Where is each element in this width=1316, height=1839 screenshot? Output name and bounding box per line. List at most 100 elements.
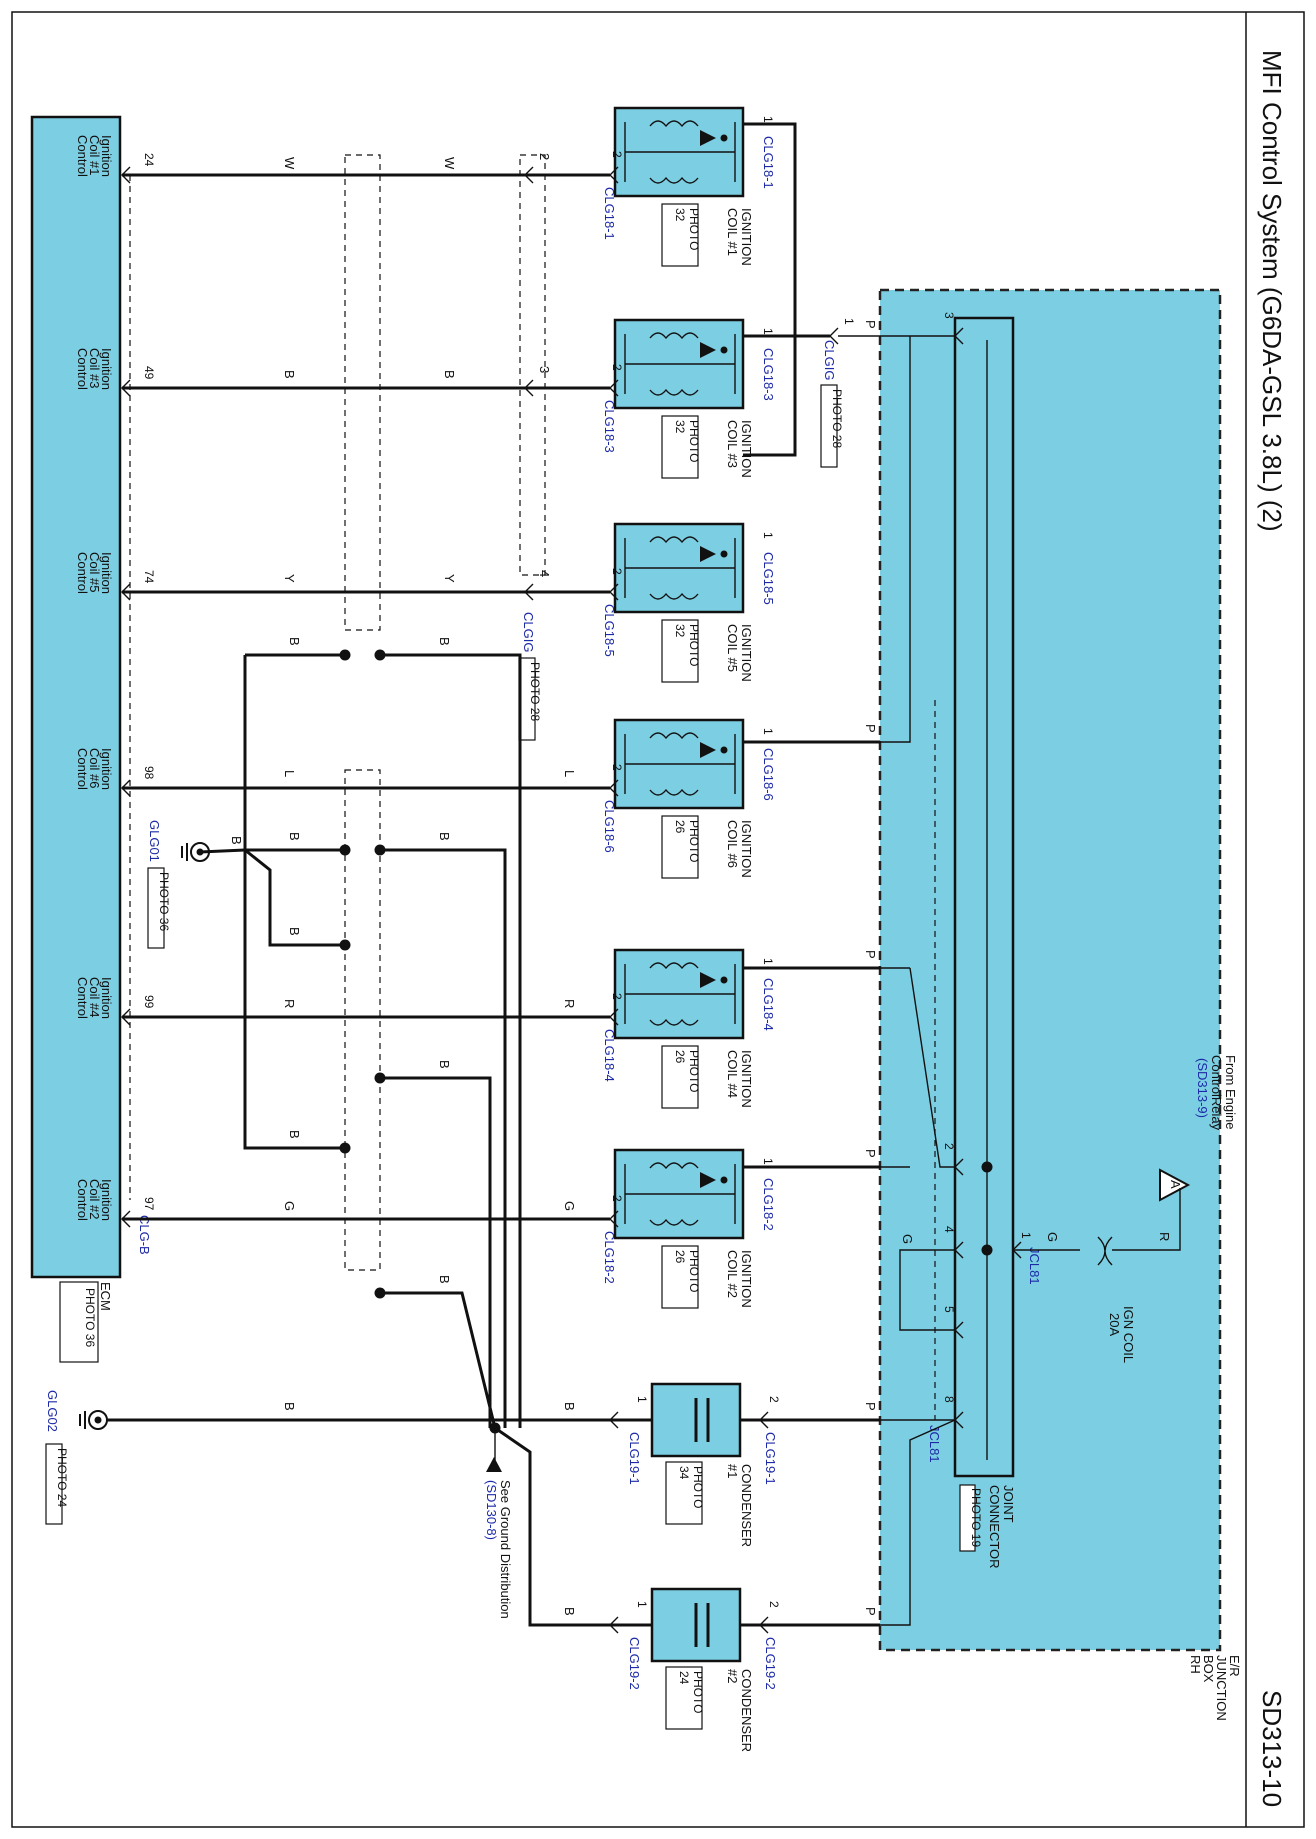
coil-node-dot-6	[720, 1176, 728, 1184]
ground-glg01-label: GLG01	[147, 820, 162, 862]
wire-p-label-1: P	[863, 320, 878, 329]
ecm-pin-label-98-2: Control	[75, 748, 90, 790]
condenser-connector-gnd-1: CLG19-1	[627, 1432, 642, 1485]
ecm-pin-label-24-1: Coil #1	[87, 135, 102, 175]
coil-diode-icon-1	[700, 130, 716, 146]
joint-bus-dot-1	[981, 1244, 993, 1256]
coil-connector-ctrl-6: CLG18-2	[602, 1231, 617, 1284]
wire-p-label-2: P	[863, 724, 878, 733]
condenser-pwr-chevron-1	[759, 1411, 769, 1429]
condenser-photo-box-1	[665, 1461, 703, 1525]
joint-pin-number-1: 1	[1019, 1232, 1033, 1239]
coil-diode-icon-6	[700, 1172, 716, 1188]
condenser-name-2-2: #2	[725, 1669, 740, 1683]
source-fuse-wire	[1030, 1188, 1181, 1251]
ecm-pin-label-74-1: Coil #5	[87, 552, 102, 592]
joint-connector	[953, 316, 1015, 1478]
coil-photo-num-5: 26	[673, 1050, 687, 1064]
coil-wire-color-a-3: Y	[282, 574, 297, 583]
joint-pin-chevron-4	[954, 1241, 964, 1259]
ecm-pin-label-49-1: Coil #3	[87, 348, 102, 388]
coil-node-dot-4	[720, 746, 728, 754]
jb-line-cond2	[880, 1419, 956, 1626]
condenser-wire-p-1: P	[863, 1402, 878, 1411]
junction-box-label-3: BOX	[1201, 1655, 1216, 1683]
wire-b-cond1: B	[562, 1402, 577, 1411]
ground-ref-code: (SD130-8)	[484, 1480, 499, 1540]
condenser-gnd-pin-1: 1	[635, 1396, 649, 1403]
coil-ctrl-pin-5: 2	[610, 993, 624, 1000]
coil-photo-word-5: PHOTO	[687, 1050, 701, 1092]
ground-glg02-label: GLG02	[45, 1390, 60, 1432]
jb-wire-g: G	[900, 1234, 915, 1244]
coil-power-pin-2: 1	[761, 328, 775, 335]
coil-photo-word-2: PHOTO	[687, 420, 701, 462]
shield-group-2	[344, 769, 381, 1271]
coil-node-dot-3	[720, 550, 728, 558]
source-text-2: ControlRelay	[1209, 1055, 1224, 1131]
coil-name-line1-2: IGNITION	[739, 420, 754, 478]
condenser-wire-p-2: P	[863, 1607, 878, 1616]
coil-name-line1-3: IGNITION	[739, 624, 754, 682]
coil-diode-icon-3	[700, 546, 716, 562]
joint-connector-label-2: CONNECTOR	[987, 1485, 1002, 1569]
coil-power-pin-6: 1	[761, 1158, 775, 1165]
ground-ref-text: See Ground Distribution	[498, 1480, 513, 1619]
ground-glg02-photo: PHOTO 24	[55, 1448, 69, 1507]
wire-b-shield-b-1: B	[437, 832, 452, 841]
coil-wire-color-b-6: G	[562, 1201, 577, 1211]
wire-p-label-4: P	[863, 1149, 878, 1158]
coil-ctrl-chevron-2	[609, 379, 619, 397]
joint-pin-number-5: 5	[942, 1306, 956, 1313]
joint-pin-chevron-5	[954, 1321, 964, 1339]
shield-group-1	[344, 154, 381, 631]
shield-ground-dot-a-0	[339, 649, 351, 661]
ecm-pin-number-97: 97	[142, 1197, 156, 1211]
coil-wire-color-b-2: B	[442, 370, 457, 379]
clgig-top-label: CLGIG	[822, 340, 837, 380]
ecm-photo-1: PHOTO 36	[83, 1288, 97, 1347]
clgig-top-photo-box	[820, 384, 838, 468]
joint-bus-dot-2	[981, 1161, 993, 1173]
coil-wire-color-b-3: Y	[442, 574, 457, 583]
shield-ground-dot-a-1	[339, 844, 351, 856]
ecm-pin-chevron-4	[121, 779, 131, 797]
clgig-bottom-photo: PHOTO 28	[528, 662, 542, 721]
ecm-pin-number-24: 24	[142, 153, 156, 167]
wire-b-shield-a-3: B	[287, 1130, 302, 1139]
ecm-pin-label-24-2: Control	[75, 135, 90, 177]
coil-connector-ctrl-4: CLG18-6	[602, 800, 617, 853]
ecm-pin-label-99-2: Control	[75, 977, 90, 1019]
coil-wire-color-a-6: G	[282, 1201, 297, 1211]
coil-ctrl-chevron-1	[609, 166, 619, 184]
joint-pin-chevron-8	[954, 1411, 964, 1429]
coil-photo-num-2: 32	[673, 420, 687, 434]
wire-p-label-3: P	[863, 950, 878, 959]
wire-b-shield-a-2: B	[287, 927, 302, 936]
fuse-name: IGN COIL	[1121, 1306, 1136, 1363]
joint-connector-label-1: JOINT	[1001, 1485, 1016, 1523]
coil-wire-color-b-5: R	[562, 999, 577, 1008]
clgig-pin-chevron-2	[524, 379, 534, 397]
coil-winding-icon-4	[649, 732, 699, 796]
condenser-gnd-pin-2: 1	[635, 1601, 649, 1608]
ground-glg01-photo: PHOTO 36	[157, 872, 171, 931]
ground-glg02-photo-box	[45, 1443, 63, 1525]
shield-ground-dot-a-2	[339, 939, 351, 951]
joint-connector-photo: PHOTO 19	[969, 1488, 983, 1547]
coil-ctrl-chevron-6	[609, 1210, 619, 1228]
page-frame	[11, 11, 1305, 1828]
clgig-pin-chevron-3	[524, 583, 534, 601]
source-symbol: A	[1168, 1180, 1183, 1189]
joint-pin-number-2: 2	[942, 1143, 956, 1150]
coil-winding-icon-6	[649, 1162, 699, 1226]
coil-photo-num-6: 26	[673, 1250, 687, 1264]
ecm-pin-label-74-0: Ignition	[99, 552, 114, 594]
coil-wire-color-a-2: B	[282, 370, 297, 379]
jcl81-top-label: JCL81	[1027, 1247, 1042, 1285]
jb-line-2	[909, 967, 955, 1168]
shield-drain-1	[380, 653, 522, 1428]
clgig-top-photo: PHOTO 28	[830, 389, 844, 448]
condenser-gnd-chevron-1	[609, 1411, 619, 1429]
